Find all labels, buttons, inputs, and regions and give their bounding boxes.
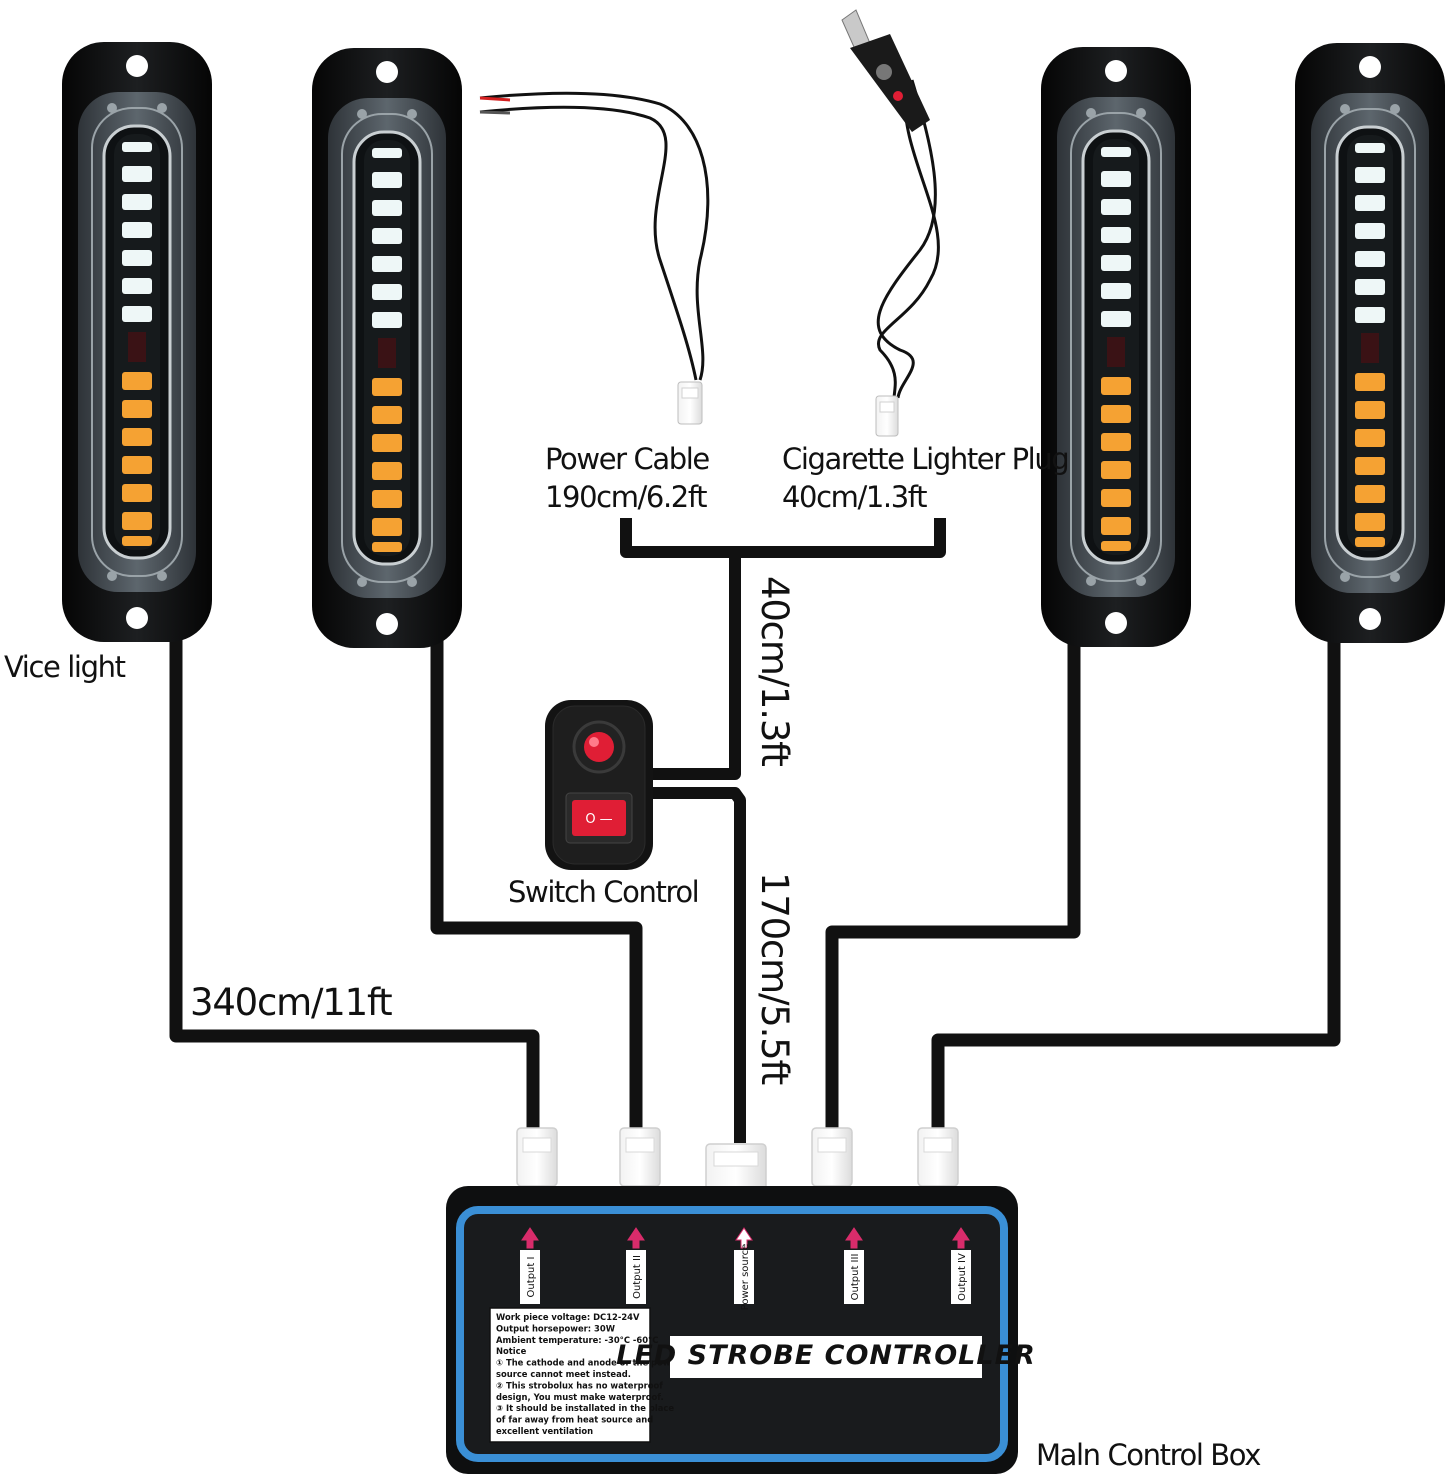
port-label-text: Output I bbox=[526, 1257, 537, 1298]
cable-length-lower: 170cm/5.5ft bbox=[753, 872, 796, 1084]
port-connector-1 bbox=[516, 1127, 558, 1187]
port-connector-power bbox=[705, 1143, 767, 1191]
port-arrow-icon bbox=[952, 1227, 970, 1249]
port-label-text: Output IV bbox=[957, 1253, 968, 1301]
notice-line: ① The cathode and anode or the power bbox=[496, 1358, 681, 1368]
notice-line: excellent ventilation bbox=[496, 1426, 593, 1436]
cable-power-trunk bbox=[620, 518, 946, 1143]
power-cable-wire bbox=[479, 91, 710, 381]
power-cable-label: Power Cable bbox=[545, 442, 710, 476]
cable-length-upper: 40cm/1.3ft bbox=[753, 576, 796, 766]
port-arrow-icon bbox=[521, 1227, 539, 1249]
vice-light-4 bbox=[1293, 41, 1447, 645]
port-label-3: Power source bbox=[734, 1227, 754, 1311]
cable-length-light: 340cm/11ft bbox=[190, 981, 393, 1024]
port-connector-2 bbox=[619, 1127, 661, 1187]
notice-line: Output horsepower: 30W bbox=[496, 1323, 615, 1333]
port-label-text: Output II bbox=[632, 1255, 643, 1299]
main-control-box-label: Maln Control Box bbox=[1036, 1438, 1261, 1472]
vice-light-2 bbox=[310, 46, 464, 650]
notice-line: of far away from heat source and bbox=[496, 1415, 653, 1425]
notice-line: source cannot meet instead. bbox=[496, 1369, 631, 1379]
switch-control-label: Switch Control bbox=[508, 875, 700, 909]
notice-line: ② This strobolux has no waterproof bbox=[496, 1380, 663, 1390]
switch-control-icon[interactable]: O — bbox=[545, 700, 653, 870]
port-label-2: Output II bbox=[626, 1227, 646, 1304]
notice-line: Ambient temperature: -30°C -60°C bbox=[496, 1335, 658, 1345]
cable-output-1 bbox=[169, 640, 540, 1132]
cable-output-3 bbox=[825, 640, 1081, 1132]
vice-light-1 bbox=[60, 40, 214, 644]
notice-line: ③ It should be installated in the place bbox=[496, 1403, 674, 1413]
port-arrow-icon bbox=[735, 1227, 753, 1249]
cable-output-2 bbox=[430, 640, 643, 1132]
port-label-5: Output IV bbox=[951, 1227, 971, 1304]
cigarette-lighter-plug-icon bbox=[841, 9, 930, 437]
cable-output-4 bbox=[931, 640, 1341, 1132]
lighter-plug-length: 40cm/1.3ft bbox=[782, 480, 927, 514]
power-cable-length: 190cm/6.2ft bbox=[545, 480, 708, 514]
rocker-symbols: O — bbox=[585, 812, 612, 827]
port-arrow-icon bbox=[845, 1227, 863, 1249]
vice-light-3 bbox=[1039, 45, 1193, 649]
port-arrow-icon bbox=[627, 1227, 645, 1249]
lighter-plug-label: Cigarette Lighter Plug bbox=[782, 442, 1070, 476]
port-connector-3 bbox=[811, 1127, 853, 1187]
port-label-1: Output I bbox=[520, 1227, 540, 1304]
port-connector-4 bbox=[917, 1127, 959, 1187]
port-label-text: Power source bbox=[740, 1244, 751, 1311]
controller-title: LED STROBE CONTROLLER bbox=[616, 1340, 1036, 1371]
port-label-text: Output III bbox=[850, 1254, 861, 1301]
lighter-cable-wire bbox=[876, 79, 940, 399]
notice-line: Work piece voltage: DC12-24V bbox=[496, 1312, 640, 1322]
vice-light-label: Vice light bbox=[4, 650, 126, 684]
notice-line: Notice bbox=[496, 1346, 527, 1356]
notice-line: design, You must make waterproof. bbox=[496, 1392, 664, 1402]
power-cable-connector bbox=[677, 381, 703, 425]
port-label-4: Output III bbox=[844, 1227, 864, 1304]
